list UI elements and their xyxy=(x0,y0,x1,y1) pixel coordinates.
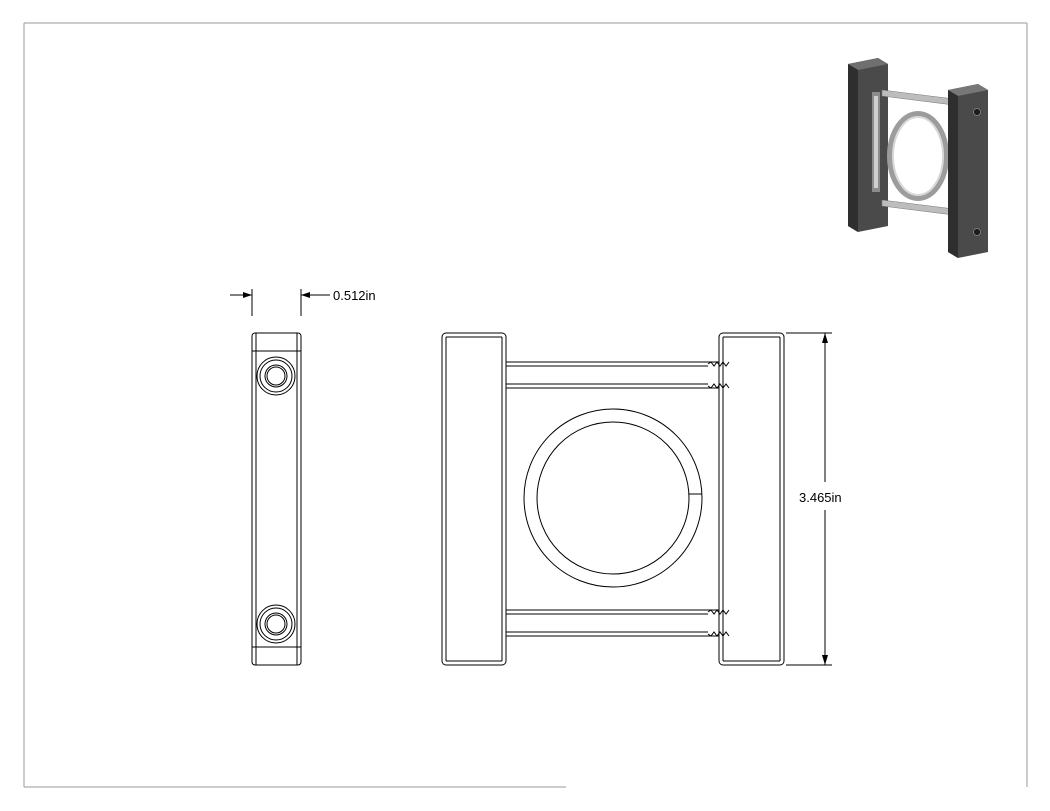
sheet-border xyxy=(23,22,1028,788)
ring xyxy=(523,408,703,588)
front-view xyxy=(441,332,785,666)
counterbore-bottom xyxy=(256,604,296,644)
height-dimension-label: 3.465in xyxy=(799,490,842,505)
thickness-dimension-label: 0.512in xyxy=(333,288,376,303)
thickness-dimension xyxy=(230,289,330,316)
isometric-view xyxy=(848,58,988,258)
left-bar xyxy=(441,332,507,666)
side-view xyxy=(251,332,302,666)
counterbore-top xyxy=(256,356,296,396)
rod-top xyxy=(506,361,730,389)
right-bar xyxy=(718,332,785,666)
rod-bottom xyxy=(506,609,730,637)
height-dimension xyxy=(786,332,832,666)
